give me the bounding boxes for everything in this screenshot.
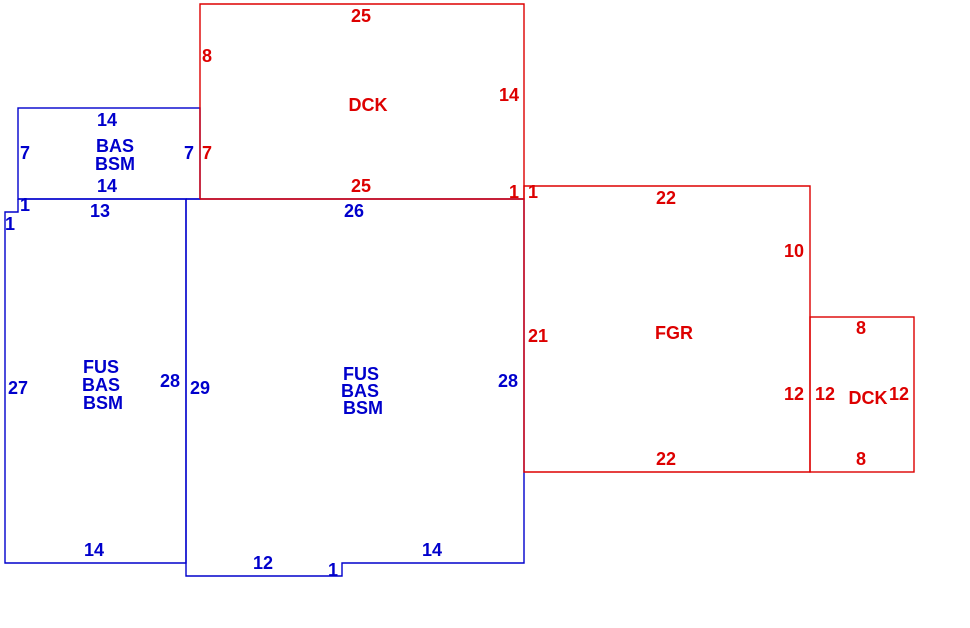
dim-fus-center-top: 26 xyxy=(344,201,364,221)
area-label-fus-left-2: BAS xyxy=(82,375,120,395)
dim-fgr-top: 22 xyxy=(656,188,676,208)
dim-fgr-right-lower: 12 xyxy=(784,384,804,404)
outdoor-area-labels: DCK FGR DCK xyxy=(349,95,888,408)
outdoor-dimension-labels: 25 8 7 14 25 1 1 22 10 21 12 22 8 12 12 … xyxy=(202,6,909,469)
dim-fgr-bottom: 22 xyxy=(656,449,676,469)
dim-dck-top-left-lower: 7 xyxy=(202,143,212,163)
area-label-fus-center-1: FUS xyxy=(343,364,379,384)
dim-dck-top-bottom: 25 xyxy=(351,176,371,196)
dck-right-outline xyxy=(809,316,915,473)
dim-fus-left-right: 28 xyxy=(160,371,180,391)
dim-bas-top-top: 14 xyxy=(97,110,117,130)
dim-fus-left-top: 13 xyxy=(90,201,110,221)
area-label-dck-right: DCK xyxy=(849,388,888,408)
area-label-fgr: FGR xyxy=(655,323,693,343)
dim-bas-top-bottom: 14 xyxy=(97,176,117,196)
dim-dck-right-top: 8 xyxy=(856,318,866,338)
dim-fus-left-notch-left: 1 xyxy=(5,214,15,234)
dim-fus-left-notch-top: 1 xyxy=(20,195,30,215)
dim-bas-top-left: 7 xyxy=(20,143,30,163)
dim-dck-right-bottom: 8 xyxy=(856,449,866,469)
area-label-dck-top: DCK xyxy=(349,95,388,115)
dim-fgr-left: 21 xyxy=(528,326,548,346)
area-label-bas-top-2: BSM xyxy=(95,154,135,174)
dim-dck-right-left: 12 xyxy=(815,384,835,404)
dim-fus-center-right: 28 xyxy=(498,371,518,391)
dck-top-outline xyxy=(199,3,525,200)
area-label-fus-left-1: FUS xyxy=(83,357,119,377)
living-dimension-labels: 14 7 7 14 1 1 13 27 28 14 26 29 28 12 1 … xyxy=(5,110,518,580)
dim-dck-right-right: 12 xyxy=(889,384,909,404)
dim-fus-center-bottom-left: 12 xyxy=(253,553,273,573)
dim-fus-center-left: 29 xyxy=(190,378,210,398)
living-area-labels: BAS BSM FUS BAS BSM FUS BAS BSM xyxy=(82,136,383,418)
dim-fus-center-notch: 1 xyxy=(328,560,338,580)
area-label-fus-left-3: BSM xyxy=(83,393,123,413)
dim-fus-center-bottom-right: 14 xyxy=(422,540,442,560)
outdoor-outlines xyxy=(199,3,915,473)
dim-dck-top-top: 25 xyxy=(351,6,371,26)
dim-fus-left-left: 27 xyxy=(8,378,28,398)
dim-dck-top-right: 14 xyxy=(499,85,519,105)
dim-fgr-step: 1 xyxy=(528,182,538,202)
area-label-fus-center-2: BAS xyxy=(341,381,379,401)
dim-fgr-right-upper: 10 xyxy=(784,241,804,261)
dim-fus-left-bottom: 14 xyxy=(84,540,104,560)
area-label-bas-top-1: BAS xyxy=(96,136,134,156)
dim-bas-top-right: 7 xyxy=(184,143,194,163)
dim-dck-top-step: 1 xyxy=(509,182,519,202)
living-outlines xyxy=(4,107,525,577)
dim-dck-top-left-upper: 8 xyxy=(202,46,212,66)
area-label-fus-center-3: BSM xyxy=(343,398,383,418)
